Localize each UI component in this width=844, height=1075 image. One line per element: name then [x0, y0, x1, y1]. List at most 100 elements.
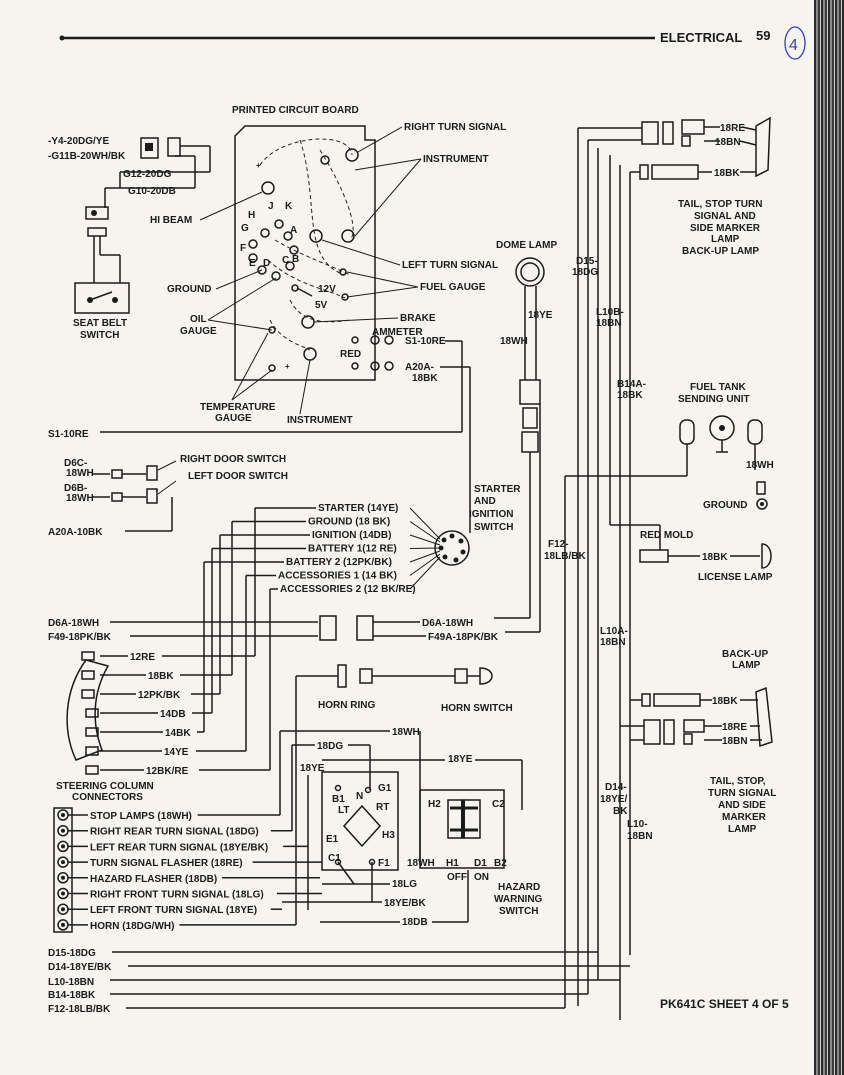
- steering-pin-4: [85, 727, 99, 737]
- wire-l10a-2: 18BN: [600, 637, 626, 648]
- hazard-warning-switch: H2 C2 18WH H1 D1 B2 OFF ON HAZARD WARNIN…: [407, 789, 543, 917]
- tail-5: LAMP: [728, 824, 757, 835]
- label-backup-1: BACK-UP: [722, 649, 768, 660]
- hz-label-2: WARNING: [494, 894, 543, 905]
- label-right-turn-signal: RIGHT TURN SIGNAL: [404, 122, 506, 133]
- steering-pin-3: [85, 708, 99, 718]
- wire-g10: G10-20DB: [128, 186, 176, 197]
- label-brake: BRAKE: [400, 313, 436, 324]
- steering-function-1: RIGHT REAR TURN SIGNAL (18DG): [90, 827, 259, 838]
- wire-d14-3: BK: [613, 806, 628, 817]
- label-instrument-top: INSTRUMENT: [423, 154, 489, 165]
- sw-lt: LT: [338, 805, 349, 816]
- label-starter-2: AND: [474, 496, 496, 507]
- wire-bk-backup: 18BK: [712, 696, 738, 707]
- wire-d6b: D6B-: [64, 483, 87, 494]
- bottom-f12: F12-18LB/BK: [48, 1004, 111, 1015]
- label-seat-belt-1: SEAT BELT: [73, 318, 127, 329]
- wire-l10: L10-: [627, 819, 648, 830]
- label-temp-2: GAUGE: [215, 413, 252, 424]
- fuel-tank-2: SENDING UNIT: [678, 394, 750, 405]
- steering-pin-2: [81, 689, 95, 699]
- rear-lamp-4: LAMP: [711, 234, 740, 245]
- hz-d1: D1: [474, 858, 487, 869]
- wire-f49a: F49A-18PK/BK: [428, 632, 499, 643]
- wire-g11b: -G11B-20WH/BK: [48, 151, 126, 162]
- wire-g12: G12-20DG: [123, 169, 172, 180]
- steering-wire-6: 12BK/RE: [146, 766, 189, 777]
- label-starter-3: IGNITION: [469, 509, 513, 520]
- hz-h2: H2: [428, 799, 441, 810]
- label-red: RED: [340, 349, 361, 360]
- handwritten-circle: [784, 26, 806, 60]
- wire-d6c-2: 18WH: [66, 468, 94, 479]
- bottom-b14: B14-18BK: [48, 990, 96, 1001]
- label-ground-right: GROUND: [703, 500, 747, 511]
- wire-f49-left: F49-18PK/BK: [48, 632, 112, 643]
- func-pin-dot-6: [61, 907, 65, 912]
- wire-d15-2: 18DG: [572, 267, 598, 278]
- wire-re-bottom: 18RE: [722, 722, 747, 733]
- wire-f12: F12-: [548, 539, 569, 550]
- svg-text:+: +: [256, 161, 261, 170]
- tail-2: TURN SIGNAL: [708, 788, 776, 799]
- func-pin-dot-5: [61, 891, 65, 896]
- label-steering-1: STEERING COLUMN: [56, 781, 154, 792]
- turn-signal-switch: 18WH 18DG 18YE 18YE B1 LT N G1 RT E1 H3 …: [279, 727, 523, 928]
- wire-l10a: L10A-: [600, 626, 628, 637]
- label-oil-2: GAUGE: [180, 326, 217, 337]
- wire-a20a-10bk: A20A-10BK: [48, 527, 103, 538]
- label-left-turn-signal: LEFT TURN SIGNAL: [402, 260, 498, 271]
- bottom-d15: D15-18DG: [48, 948, 96, 959]
- wire-l10b: L10B-: [596, 307, 624, 318]
- wire-d6b-2: 18WH: [66, 493, 94, 504]
- svg-text:+: +: [285, 362, 290, 371]
- bottom-d14: D14-18YE/BK: [48, 962, 112, 973]
- ignition-terminal-2: IGNITION (14DB): [312, 530, 391, 541]
- steering-function-6: LEFT FRONT TURN SIGNAL (18YE): [90, 905, 257, 916]
- pcb-pin-j: J: [268, 201, 274, 212]
- sw-db: 18DB: [402, 917, 428, 928]
- label-starter-1: STARTER: [474, 484, 521, 495]
- bottom-l10: L10-18BN: [48, 977, 94, 988]
- label-steering-2: CONNECTORS: [72, 792, 143, 803]
- wire-f12-2: 18LB/BK: [544, 551, 586, 562]
- label-right-door: RIGHT DOOR SWITCH: [180, 454, 286, 465]
- ignition-terminal-3: BATTERY 1(12 RE): [308, 544, 397, 555]
- fuel-tank-1: FUEL TANK: [690, 382, 747, 393]
- sw-wh: 18WH: [392, 727, 420, 738]
- header: ELECTRICAL 59 4: [59, 26, 806, 60]
- steering-function-5: RIGHT FRONT TURN SIGNAL (18LG): [90, 890, 264, 901]
- ignition-terminal-1: GROUND (18 BK): [308, 517, 390, 528]
- pcb-pin-h: H: [248, 210, 255, 221]
- label-instrument-bottom: INSTRUMENT: [287, 415, 353, 426]
- pcb-pin-f: F: [240, 243, 246, 254]
- ignition-terminals: STARTER (14YE) GROUND (18 BK) IGNITION (14…: [204, 503, 441, 595]
- ignition-lead-4: [409, 550, 441, 563]
- func-pin-dot-4: [61, 875, 65, 880]
- ignition-terminal-0: STARTER (14YE): [318, 503, 398, 514]
- hz-off: OFF: [447, 872, 467, 883]
- tail-4: MARKER: [722, 812, 767, 823]
- wire-bn-top: 18BN: [715, 137, 741, 148]
- steering-wire-4: 14BK: [165, 728, 191, 739]
- wire-s1-left: S1-10RE: [48, 429, 89, 440]
- wire-bk-top: 18BK: [714, 168, 740, 179]
- sw-e1: E1: [326, 834, 339, 845]
- wire-a20a: A20A-: [405, 362, 434, 373]
- label-horn-ring: HORN RING: [318, 700, 375, 711]
- ignition-terminal-5: ACCESSORIES 1 (14 BK): [278, 571, 397, 582]
- wire-l10b-2: 18BN: [596, 318, 622, 329]
- sw-rt: RT: [376, 802, 389, 813]
- steering-pin-6: [85, 765, 99, 775]
- label-license-lamp: LICENSE LAMP: [698, 572, 773, 583]
- sw-dg: 18DG: [317, 741, 343, 752]
- turn-signal-connector: STOP LAMPS (18WH)RIGHT REAR TURN SIGNAL …: [53, 807, 322, 933]
- steering-wire-2: 12PK/BK: [138, 690, 181, 701]
- steering-pin-1: [81, 670, 95, 680]
- wire-a20a-2: 18BK: [412, 373, 438, 384]
- pcb-title: PRINTED CIRCUIT BOARD: [232, 105, 359, 116]
- dome-lamp: DOME LAMP 18YE 18WH: [494, 240, 557, 633]
